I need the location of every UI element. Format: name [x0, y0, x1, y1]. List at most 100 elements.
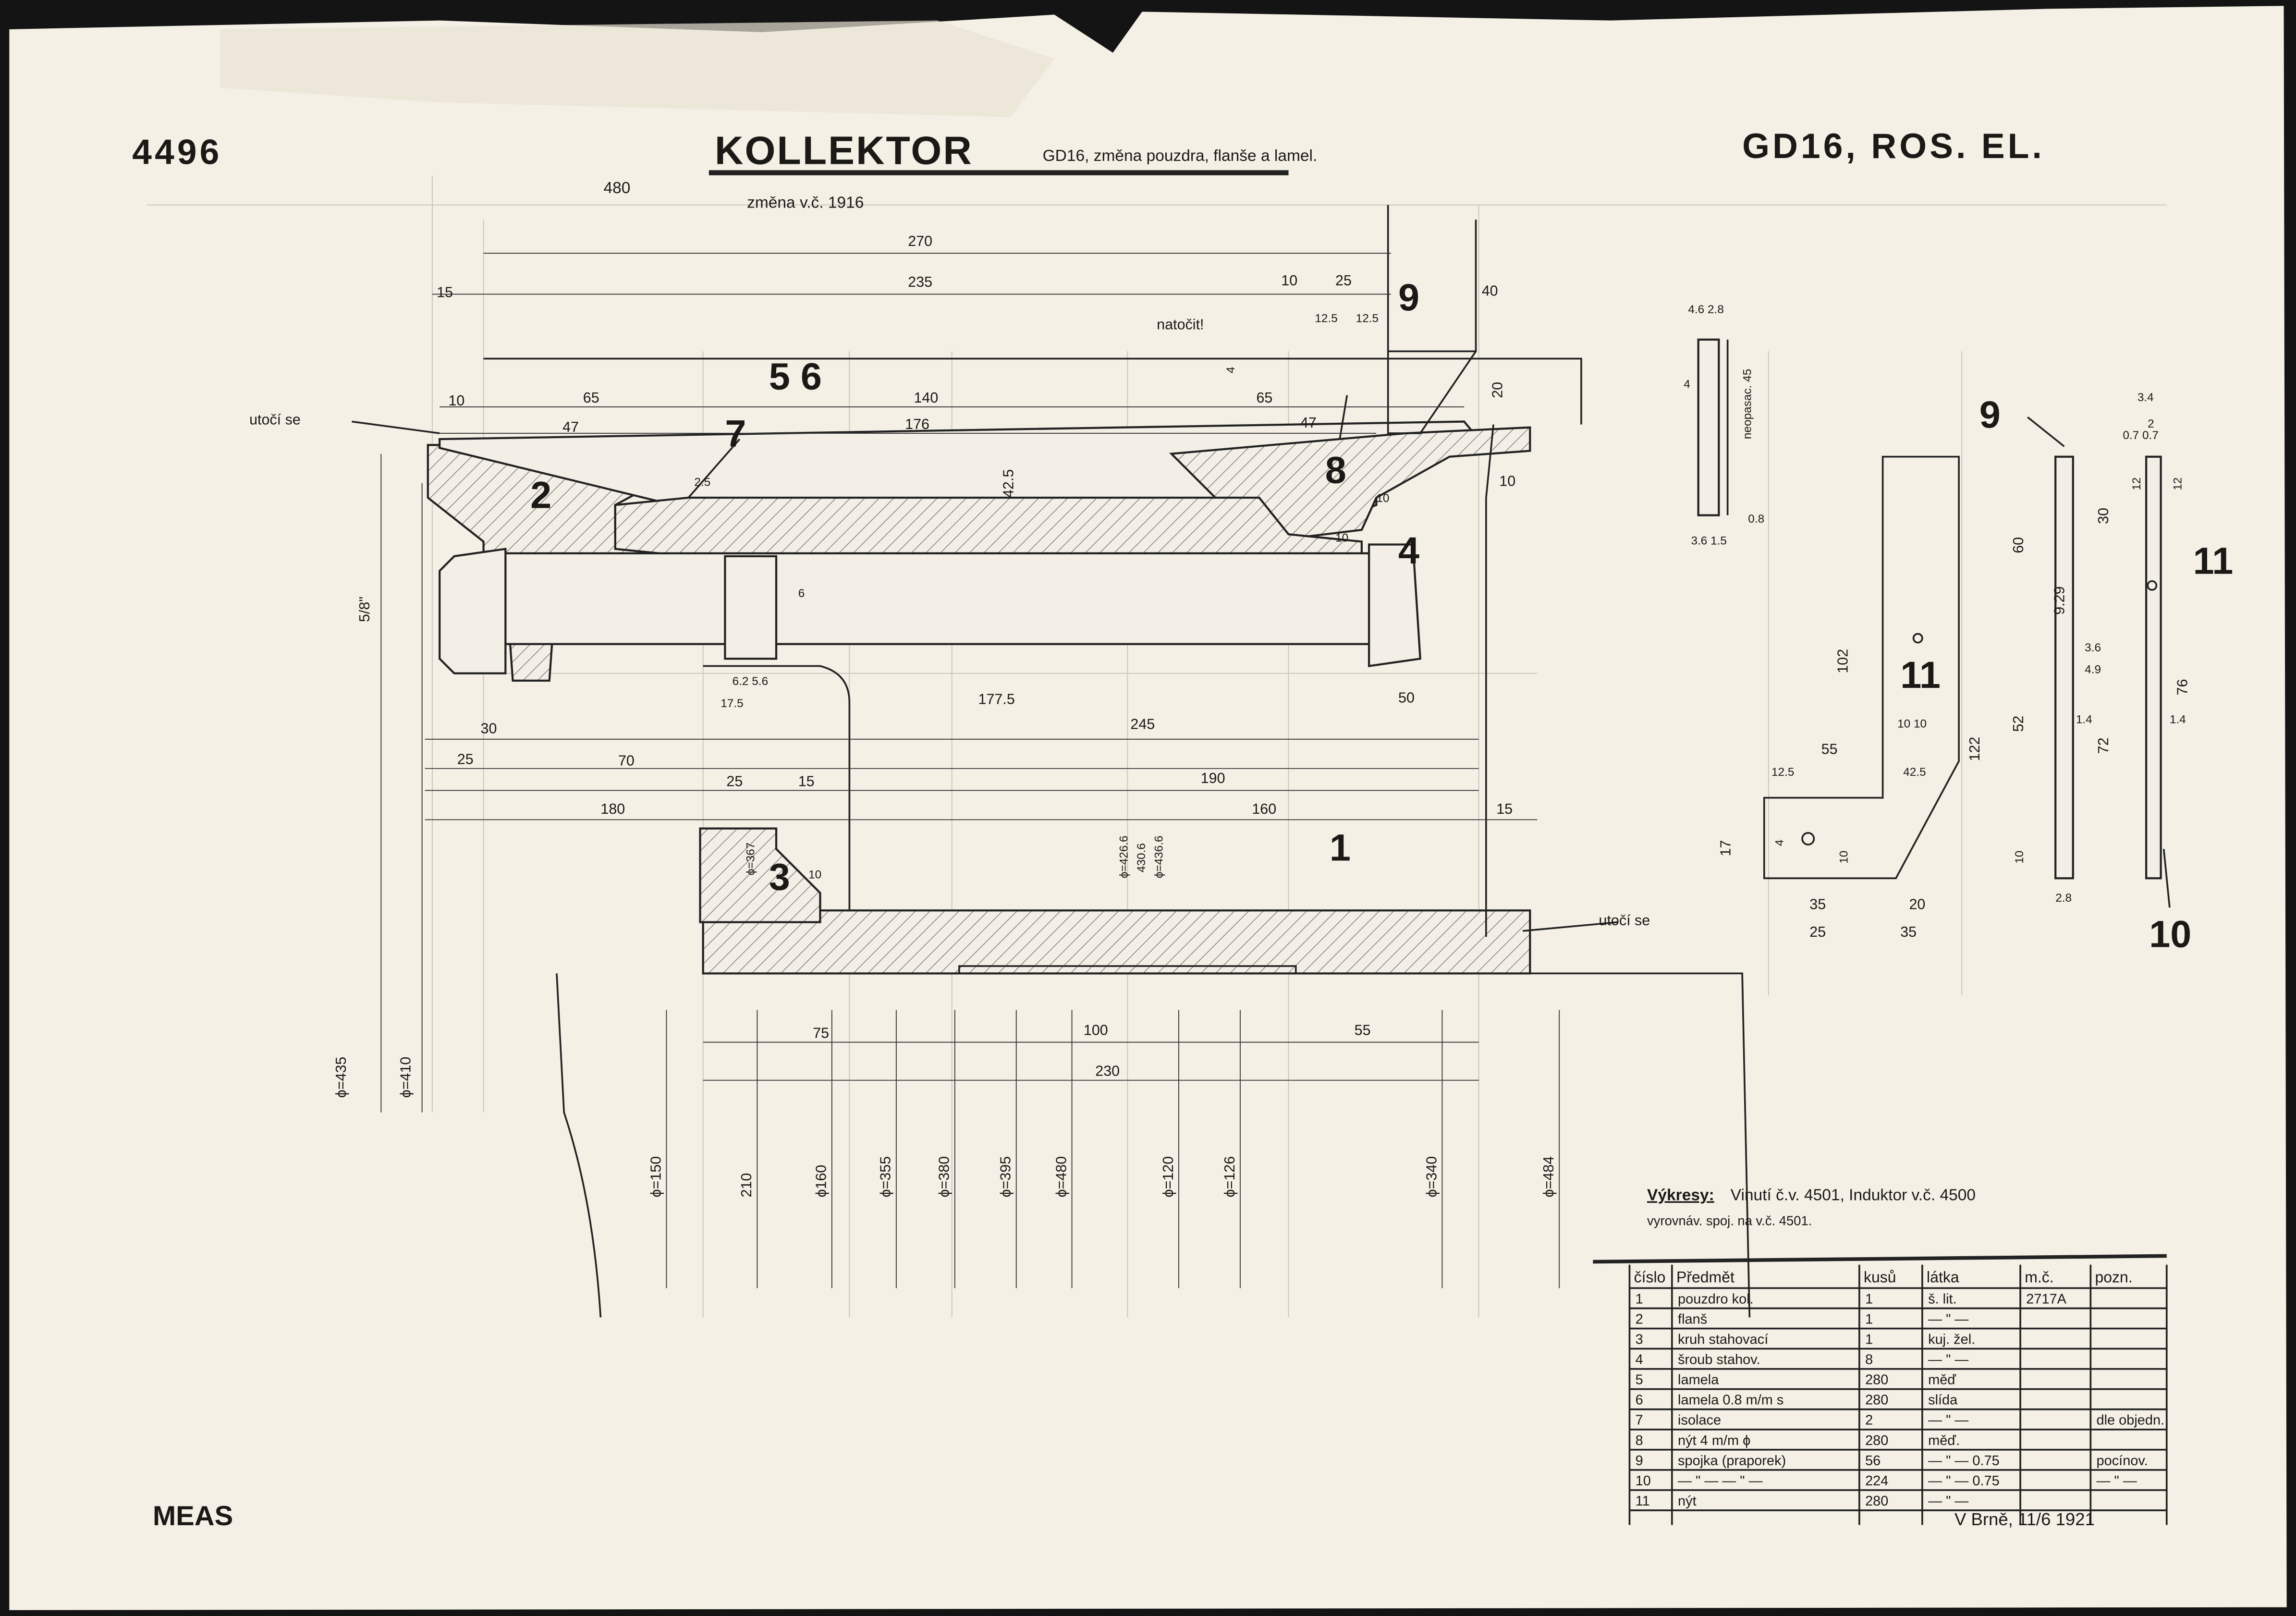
dim-label: 190: [1201, 770, 1225, 786]
table-header: kusů: [1864, 1268, 1896, 1285]
table-cell: 6: [1636, 1393, 1643, 1408]
dim-label: 15: [798, 773, 815, 789]
dim-label: 20: [1489, 382, 1505, 398]
table-cell: 56: [1865, 1453, 1881, 1469]
table-cell: — " — — " —: [1678, 1473, 1763, 1489]
dim-label: 25: [457, 751, 474, 768]
dim-label: 10: [448, 392, 464, 409]
turn-note-left: utočí se: [249, 412, 301, 428]
table-cell: lamela 0.8 m/m s: [1678, 1393, 1783, 1408]
callout-11-detail: 11: [1900, 653, 1941, 696]
table-cell: 1: [1865, 1311, 1873, 1327]
bushing-web: [724, 555, 778, 660]
table-header: pozn.: [2095, 1268, 2132, 1285]
dim-label: 35: [1809, 896, 1826, 912]
dim-label: 180: [600, 801, 625, 817]
drawing-title: KOLLEKTOR: [715, 129, 973, 172]
table-header: Předmět: [1676, 1268, 1734, 1285]
dim-label: 102: [1835, 649, 1851, 673]
dim-label: 12.5: [1356, 312, 1379, 325]
table-cell: měď: [1928, 1372, 1956, 1388]
reference-note: 480: [603, 179, 630, 197]
dim-label: ϕ=410: [397, 1057, 414, 1098]
dim-label: 47: [1300, 415, 1317, 431]
table-cell: flanš: [1678, 1311, 1707, 1327]
dim-label: 30: [481, 721, 497, 737]
dim-label: 40: [1482, 283, 1498, 299]
dim-label: 3.6 1.5: [1691, 535, 1727, 548]
dim-label: 10: [1335, 531, 1348, 544]
dim-label: 10: [1376, 492, 1389, 505]
dim-label: 42.5: [1903, 766, 1926, 779]
dim-label: 47: [562, 419, 579, 435]
dim-label: 17.5: [721, 697, 743, 710]
dim-label: 52: [2010, 716, 2027, 732]
dim-label: 3.6: [2085, 641, 2101, 654]
dim-label: 35: [1900, 924, 1917, 940]
dim-label: 55: [1355, 1022, 1371, 1038]
dim-label: 230: [1095, 1063, 1120, 1079]
dim-label: 176: [905, 416, 929, 432]
bushing-part-1: [702, 909, 1531, 975]
table-cell: pouzdro kol.: [1678, 1291, 1754, 1307]
table-cell: nýt 4 m/m ϕ: [1678, 1433, 1750, 1448]
callout-8: 8: [1325, 449, 1346, 491]
table-cell: 1: [1865, 1332, 1873, 1347]
table-cell: 10: [1636, 1473, 1651, 1489]
dim-label: 10: [2013, 851, 2026, 864]
rotate-note: natočit!: [1157, 317, 1204, 333]
dim-label: 42.5: [1001, 469, 1017, 498]
dim-label: 270: [908, 233, 932, 249]
dim-label: 15: [437, 284, 453, 301]
table-cell: 11: [1636, 1494, 1650, 1509]
dim-label: 20: [1909, 896, 1925, 912]
dim-label: 76: [2174, 679, 2190, 695]
table-cell: kruh stahovací: [1678, 1332, 1768, 1347]
dimension-lines: [380, 253, 1560, 1288]
commutator-section: [352, 205, 1751, 1318]
dim-label: 210: [738, 1173, 755, 1198]
table-cell: 8: [1636, 1433, 1643, 1448]
table-cell: 1: [1865, 1291, 1873, 1307]
dim-label: 10: [1281, 272, 1297, 289]
dim-label: 55: [1821, 741, 1838, 757]
dim-label: 0.7 0.7: [2123, 429, 2159, 442]
dim-label: 4: [1224, 367, 1237, 373]
bolt-part-4: [504, 552, 1370, 645]
callout-11: 11: [2193, 539, 2234, 582]
dim-label: ϕ=395: [998, 1156, 1014, 1198]
table-cell: — " —: [2097, 1473, 2137, 1489]
drawings-references: Vinutí č.v. 4501, Induktor v.č. 4500: [1731, 1187, 1976, 1204]
callout-7: 7: [725, 412, 746, 454]
drawing-number: 4496: [132, 133, 222, 171]
drawing-subtitle: GD16, změna pouzdra, flanše a lamel.: [1043, 147, 1318, 165]
table-cell: 280: [1865, 1433, 1888, 1448]
dim-label: 10: [1838, 851, 1851, 864]
company-label: MEAS: [153, 1501, 233, 1531]
dim-label: 12: [2171, 477, 2184, 490]
dim-label: 30: [2095, 508, 2112, 524]
dim-label: 245: [1130, 716, 1155, 732]
dim-label: 50: [1398, 690, 1415, 706]
ring-part-3: [699, 827, 821, 923]
dim-label: ϕ=126: [1221, 1156, 1238, 1198]
bushing-inner-contour: [703, 665, 851, 911]
bolt-end: [1368, 543, 1422, 667]
callout-4: 4: [1398, 529, 1419, 572]
dim-label: 2: [2148, 417, 2154, 430]
table-cell: spojka (praporek): [1678, 1453, 1786, 1469]
callout-5-6: 5 6: [769, 355, 822, 398]
table-cell: 9: [1636, 1453, 1643, 1469]
table-cell: — " —: [1928, 1352, 1968, 1368]
dim-label: 3.4: [2137, 391, 2154, 404]
table-cell: 7: [1636, 1413, 1643, 1428]
table-cell: 224: [1865, 1473, 1888, 1489]
dim-label: ϕ=367: [744, 843, 757, 876]
table-cell: 280: [1865, 1494, 1888, 1509]
dim-label: 17: [1718, 840, 1734, 857]
callout-1: 1: [1330, 826, 1351, 869]
dim-label: ϕ=355: [878, 1156, 894, 1198]
dim-label: 25: [726, 773, 743, 789]
dim-label: 10: [808, 868, 821, 881]
shaft-contour: [556, 973, 602, 1318]
